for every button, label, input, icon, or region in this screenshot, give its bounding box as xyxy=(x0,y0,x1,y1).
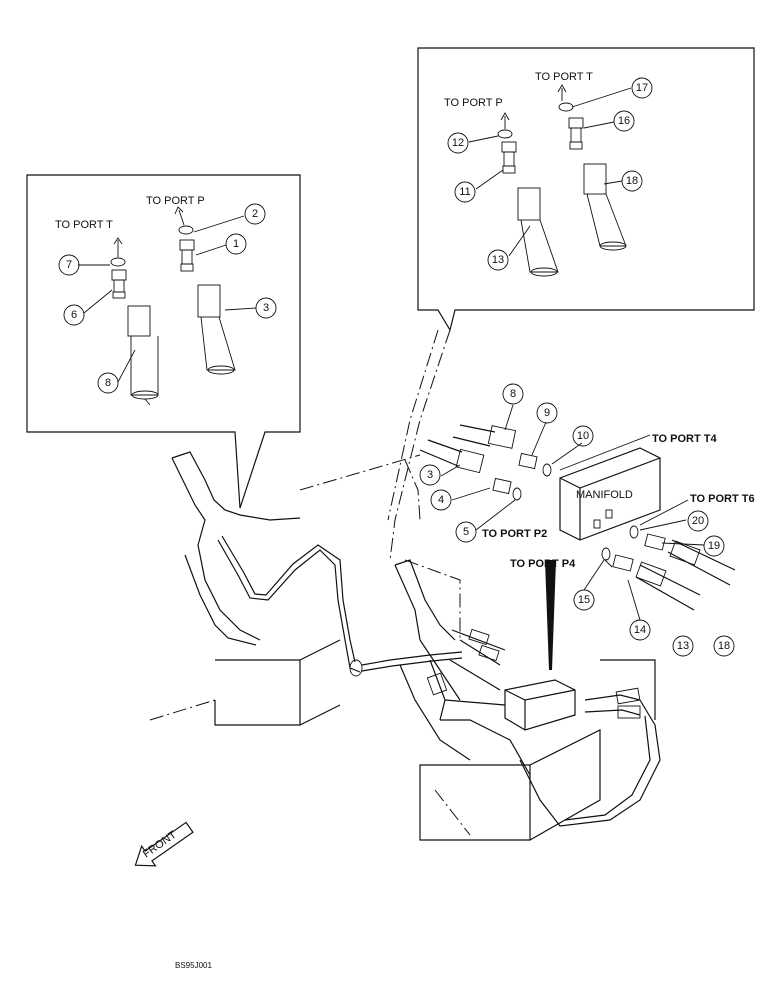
callout-3: 3 xyxy=(263,302,269,314)
callout-m9: 9 xyxy=(544,407,550,419)
callout-m3: 3 xyxy=(427,469,433,481)
label-to-port-t-right: TO PORT T xyxy=(535,71,593,83)
pointer-wedge xyxy=(545,560,556,670)
callout-13: 13 xyxy=(492,254,504,266)
label-to-port-p-right: TO PORT P xyxy=(444,97,503,109)
callout-m15: 15 xyxy=(578,594,590,606)
label-to-port-p2: TO PORT P2 xyxy=(482,528,547,540)
right-inset xyxy=(417,47,755,332)
callout-m19: 19 xyxy=(708,540,720,552)
label-to-port-p-left: TO PORT P xyxy=(146,195,205,207)
figure-code: BS95J001 xyxy=(175,961,212,970)
callout-m14: 14 xyxy=(634,624,646,636)
callout-7: 7 xyxy=(66,259,72,271)
callout-m8: 8 xyxy=(510,388,516,400)
label-to-port-t6: TO PORT T6 xyxy=(690,493,755,505)
callout-m5: 5 xyxy=(463,526,469,538)
callout-11: 11 xyxy=(459,186,470,198)
callout-m18: 18 xyxy=(718,640,730,652)
callout-m20: 20 xyxy=(692,515,704,527)
callout-m10: 10 xyxy=(577,430,589,442)
right-inset-callout-frame xyxy=(417,47,755,332)
label-to-port-t-left: TO PORT T xyxy=(55,219,113,231)
callout-1: 1 xyxy=(233,238,239,250)
left-inset xyxy=(26,174,301,509)
front-arrow xyxy=(134,821,194,867)
callout-2: 2 xyxy=(252,208,258,220)
callout-6: 6 xyxy=(71,309,77,321)
callout-17: 17 xyxy=(636,82,648,94)
callout-group: 7 6 8 2 1 3 12 11 13 17 16 18 8 9 10 3 4… xyxy=(58,77,735,657)
callout-12: 12 xyxy=(452,137,464,149)
label-to-port-p4: TO PORT P4 xyxy=(510,558,576,570)
machine-outline xyxy=(149,329,661,841)
callout-m4: 4 xyxy=(438,494,444,506)
callout-8: 8 xyxy=(105,377,111,389)
callout-18: 18 xyxy=(626,175,638,187)
left-hose-t xyxy=(110,257,159,406)
callout-m13: 13 xyxy=(677,640,689,652)
label-to-port-t4: TO PORT T4 xyxy=(652,433,717,445)
manifold-exploded xyxy=(419,404,736,621)
right-hose-t xyxy=(558,102,627,251)
label-manifold: MANIFOLD xyxy=(576,489,633,501)
right-hose-p xyxy=(497,129,559,277)
callout-16: 16 xyxy=(618,115,630,127)
left-inset-callout-frame xyxy=(26,174,301,509)
left-hose-p xyxy=(178,225,236,375)
